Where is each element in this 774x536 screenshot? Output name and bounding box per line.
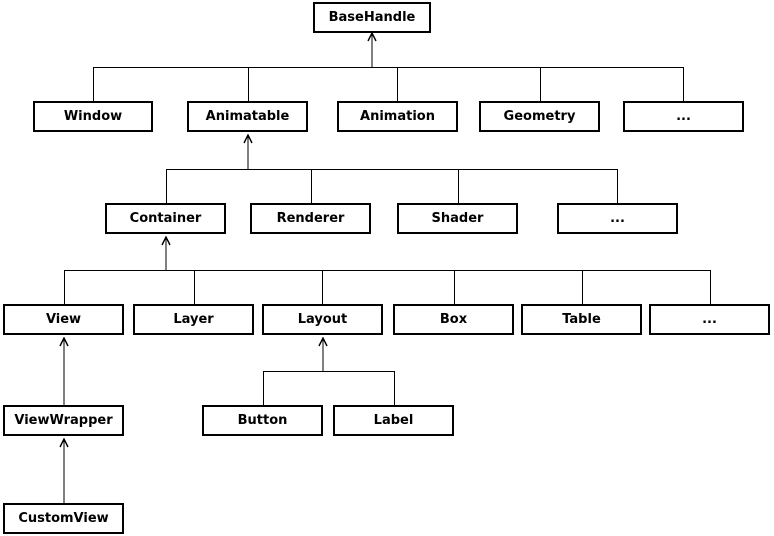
node-layer: Layer [133,304,254,335]
node-more-level2: ... [557,203,678,234]
node-window: Window [33,101,153,132]
node-table: Table [521,304,642,335]
node-more-level1: ... [623,101,744,132]
node-animation: Animation [337,101,458,132]
node-animatable: Animatable [187,101,308,132]
node-label: Label [333,405,454,436]
node-geometry: Geometry [479,101,600,132]
node-layout: Layout [262,304,383,335]
node-more-level3: ... [649,304,770,335]
node-container: Container [105,203,226,234]
node-basehandle: BaseHandle [313,2,431,33]
node-view: View [3,304,124,335]
node-customview: CustomView [3,503,124,534]
node-viewwrapper: ViewWrapper [3,405,124,436]
node-box: Box [393,304,514,335]
node-button: Button [202,405,323,436]
node-shader: Shader [397,203,518,234]
node-renderer: Renderer [250,203,371,234]
